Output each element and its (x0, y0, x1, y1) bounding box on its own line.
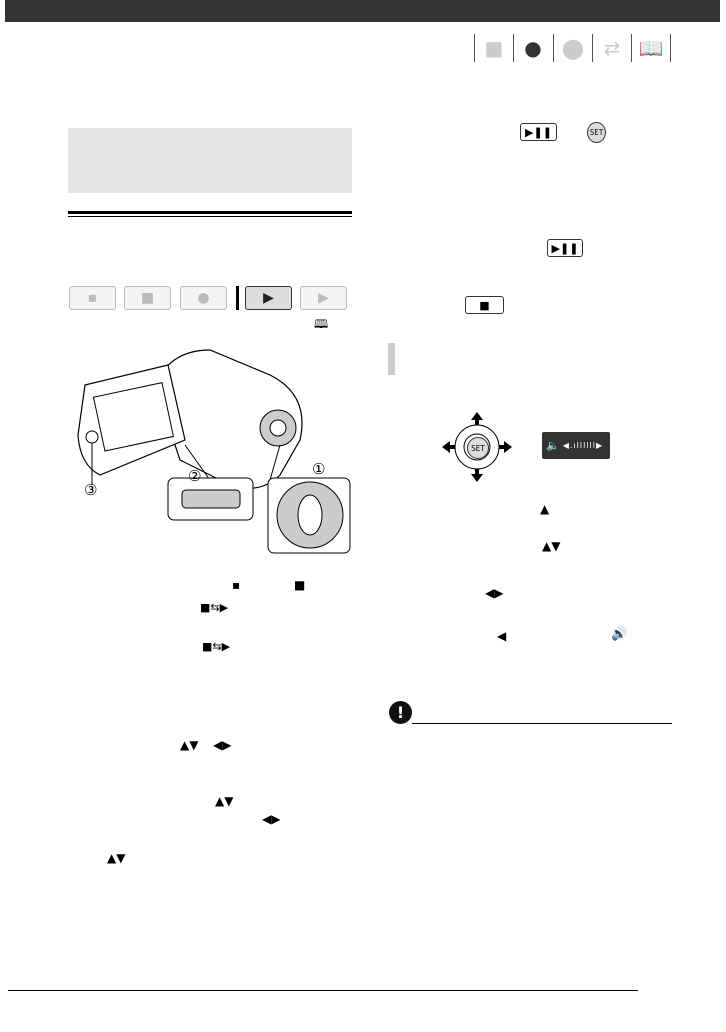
speaker-icon: 🔊 (611, 627, 628, 642)
camera-play-button-icon: ■⇆▶ (202, 640, 231, 653)
left-icon: ◀ (497, 629, 507, 643)
up-down-icon: ▲▼ (215, 794, 234, 808)
play-pause-button-icon: ▶❚❚ (547, 239, 583, 257)
play-pause-button-icon: ▶❚❚ (520, 123, 557, 141)
volume-level-bars: ◀.ıllllll▶ (562, 441, 604, 450)
stop-button-icon: ■ (465, 296, 504, 314)
video-camera-icon[interactable]: ● (513, 34, 552, 62)
camera-play-button-icon: ■⇆▶ (200, 601, 229, 614)
callout-2: ② (188, 467, 202, 485)
set-button-icon: SET (587, 122, 606, 143)
warning-rule (412, 723, 672, 724)
callout-3: ③ (84, 481, 98, 499)
important-warning-icon: ! (389, 701, 412, 724)
dual-shot-icon: ▪ (69, 286, 116, 310)
intro-box-icon[interactable]: ■ (474, 34, 513, 62)
dual-shot-inline-icon: ▪ (232, 578, 241, 592)
page-reference-book-icon: 🕮 (314, 317, 329, 331)
photo-playback-icon: ▶ (300, 286, 347, 310)
left-right-icon: ◀▶ (262, 812, 281, 826)
up-down-icon: ▲▼ (107, 851, 126, 865)
mode-separator (236, 286, 239, 310)
volume-display: 🔈 ◀.ıllllll▶ (542, 432, 610, 459)
connection-arrows-icon[interactable]: ⇄ (592, 34, 631, 62)
shaded-box (68, 128, 352, 193)
camcorder-illustration (77, 349, 351, 554)
joystick-set-button: SET (467, 437, 489, 459)
up-down-icon: ▲▼ (542, 539, 561, 553)
heading-rule (68, 211, 352, 214)
movie-mode-inline-icon: ■ (294, 578, 306, 592)
photo-camera-icon[interactable]: ⬤ (553, 34, 592, 62)
photo-record-icon: ● (180, 286, 227, 310)
book-icon[interactable]: 📖 (631, 34, 671, 62)
up-icon: ▲ (540, 502, 550, 516)
header-bar (5, 0, 720, 22)
left-right-icon: ◀▶ (213, 738, 232, 752)
section-bar (388, 343, 395, 375)
movie-record-icon: ■ (124, 286, 171, 310)
footer-rule (8, 990, 638, 991)
left-right-icon: ◀▶ (485, 586, 504, 600)
up-down-icon: ▲▼ (180, 738, 199, 752)
callout-1: ① (312, 460, 326, 478)
movie-playback-icon: ▶ (245, 286, 292, 310)
speaker-icon: 🔈 (546, 439, 560, 452)
heading-rule-thin (68, 216, 352, 217)
